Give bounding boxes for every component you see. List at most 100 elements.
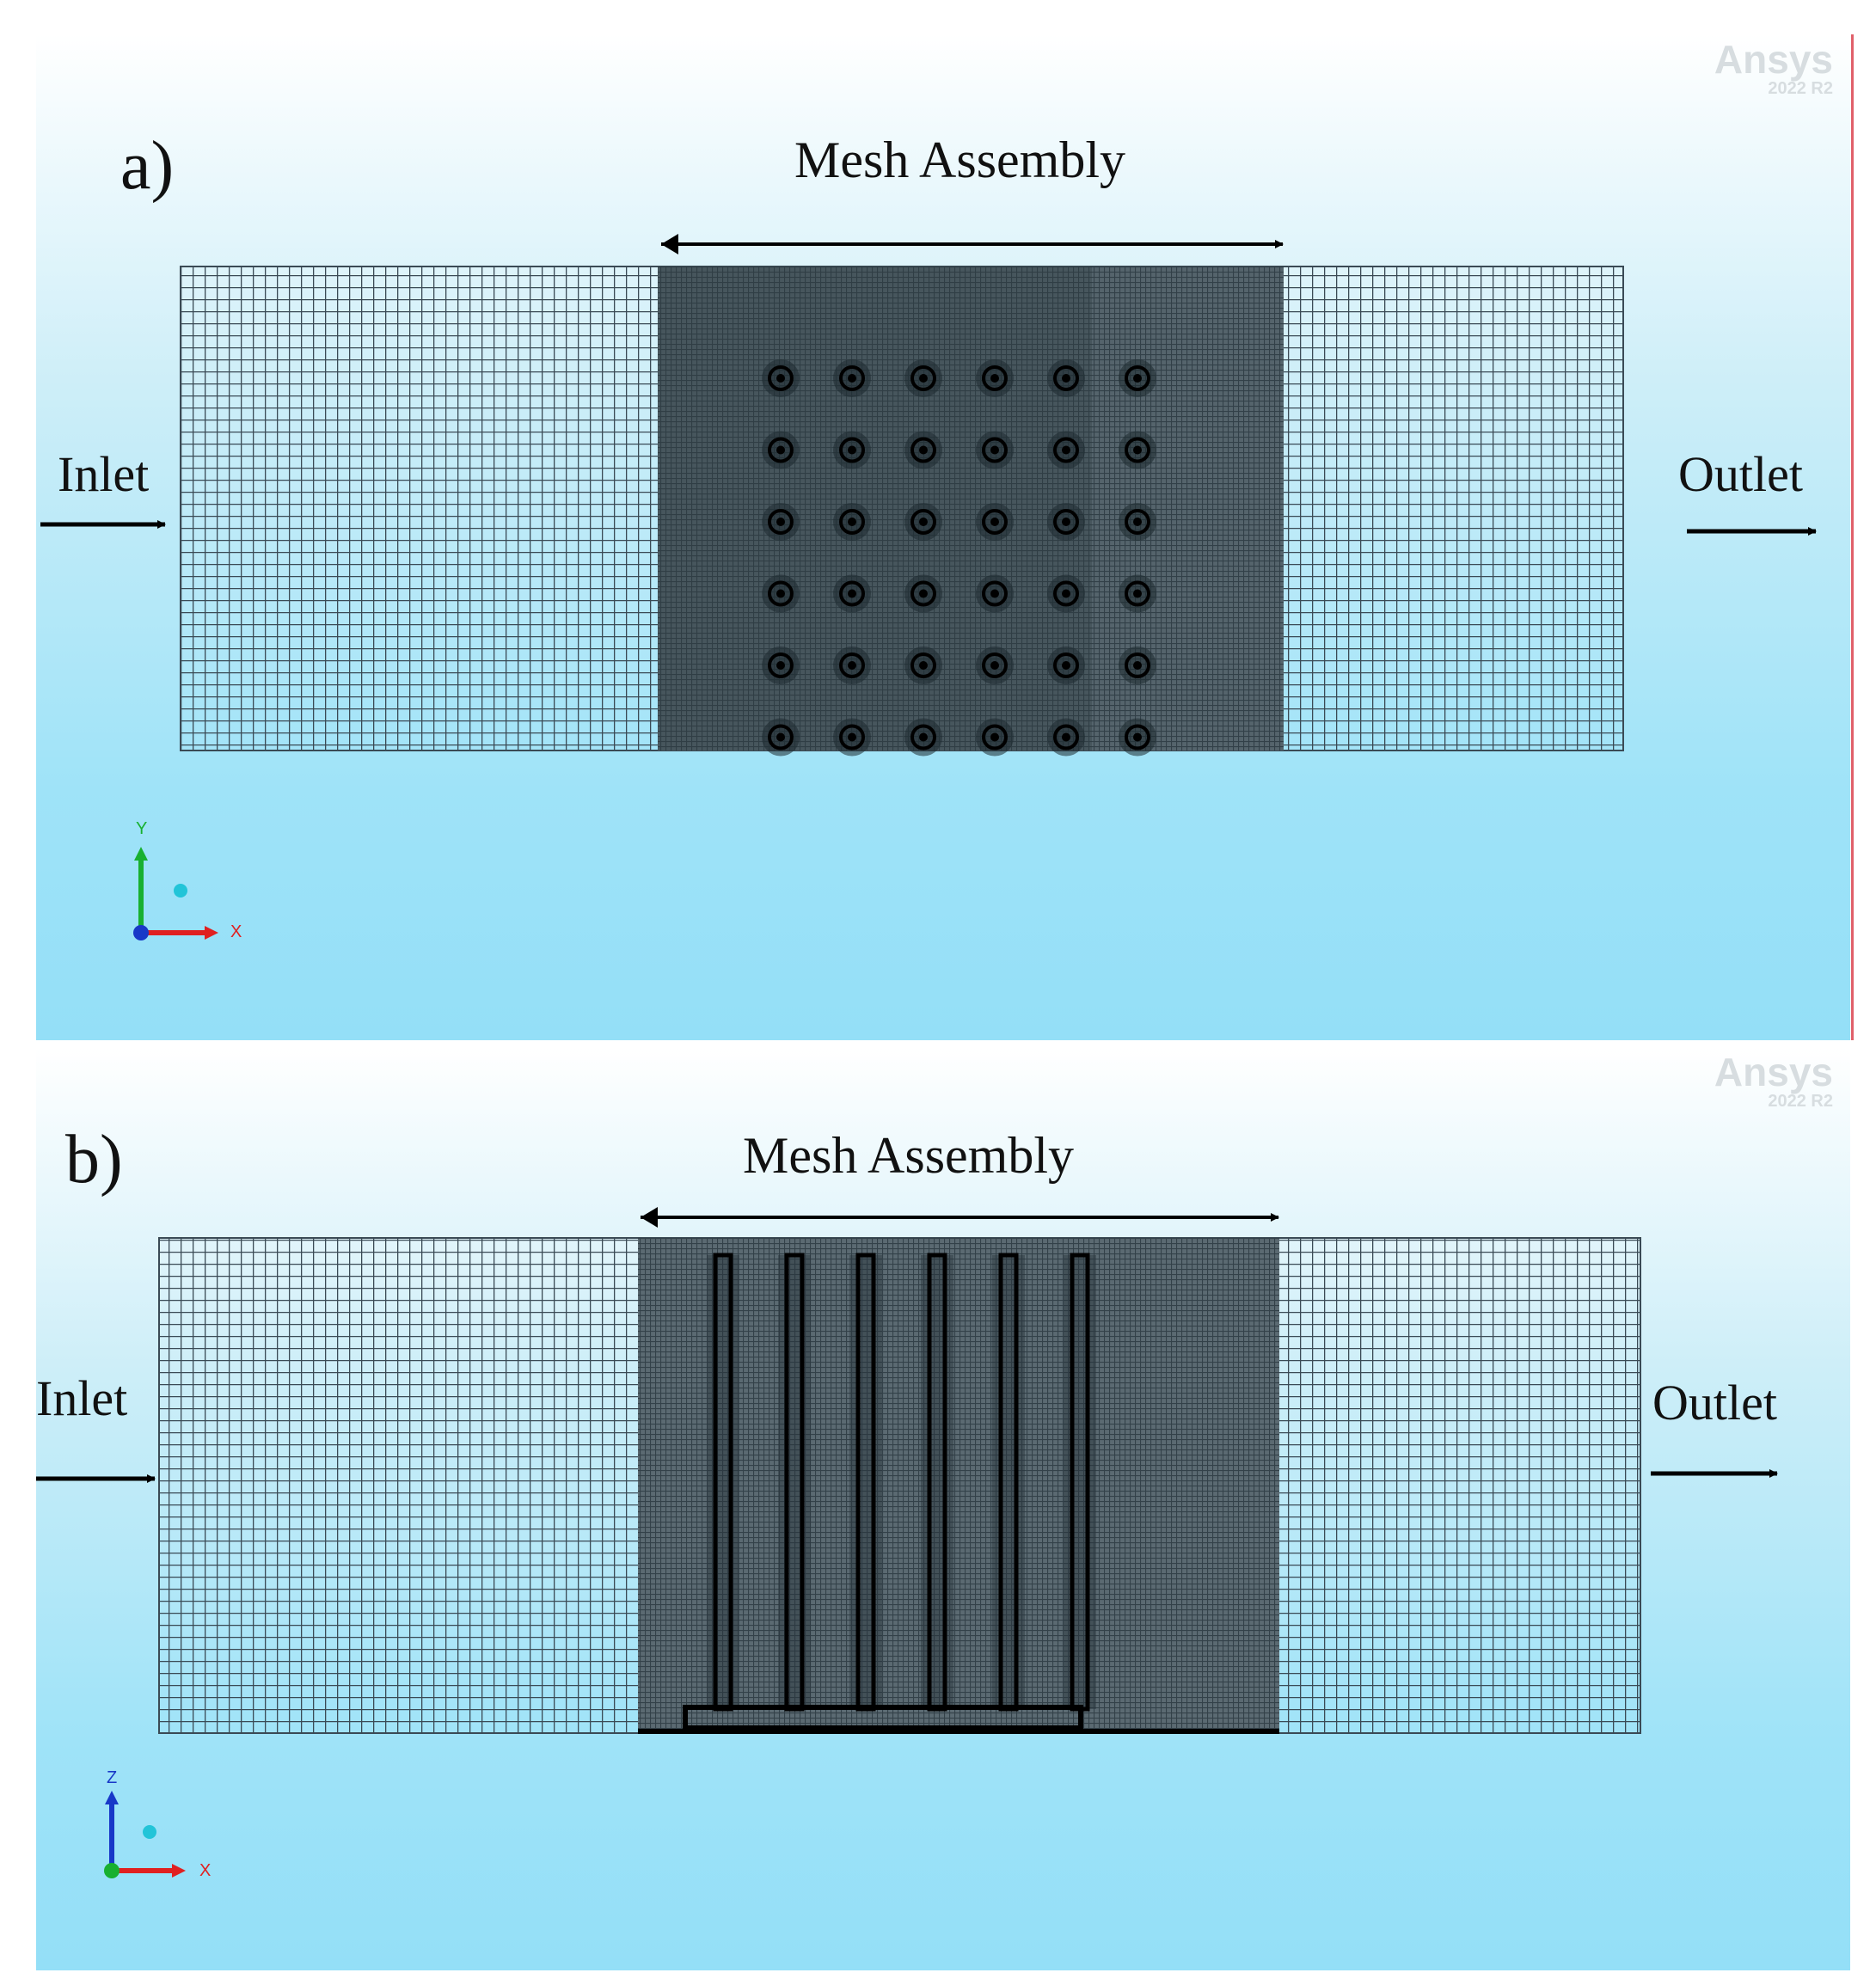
rod-center (848, 661, 856, 670)
rod-center (776, 374, 785, 383)
rod-center (990, 445, 999, 455)
rod-cross-section (768, 437, 794, 463)
rod-cross-section (768, 580, 794, 607)
rod-cross-section (1053, 365, 1079, 391)
rod-center (776, 445, 785, 455)
rod-cross-section (839, 509, 865, 535)
rod-center (1062, 374, 1070, 383)
inlet-label: Inlet (58, 446, 150, 502)
rod-cross-section (768, 509, 794, 535)
rod-center (1062, 732, 1070, 742)
rod-cross-section (982, 580, 1008, 607)
rod-center (1062, 518, 1070, 526)
rod-cross-section (1125, 652, 1150, 678)
rod-center (1062, 445, 1070, 455)
pillar-mesh-band (921, 1255, 953, 1709)
rod-cross-section (1125, 724, 1150, 751)
rod-cross-section (768, 365, 794, 391)
rod-center (1133, 661, 1142, 670)
rod-cross-section (982, 437, 1008, 463)
rod-center (919, 661, 928, 670)
rod-center (919, 589, 928, 598)
rod-center (848, 445, 856, 455)
rod-cross-section (910, 652, 936, 678)
rod-cross-section (1125, 509, 1150, 535)
rod-center (990, 589, 999, 598)
rod-center (1133, 374, 1142, 383)
rod-array (762, 359, 1156, 757)
rod-cross-section (1053, 724, 1079, 751)
ansys-logo-version: 2022 R2 (1768, 1092, 1833, 1111)
mesh-assembly-title: Mesh Assembly (794, 132, 1126, 188)
rod-center (990, 518, 999, 526)
rod-cross-section (1125, 580, 1150, 607)
pillar-mesh-band (1064, 1255, 1096, 1709)
rod-cross-section (839, 724, 865, 751)
rod-cross-section (982, 509, 1008, 535)
rod-cross-section (910, 580, 936, 607)
axis-z-label: Z (107, 1768, 117, 1787)
ansys-logo: Ansys 2022 R2 (1714, 40, 1833, 98)
axis-triad-icon: Z X (104, 1768, 211, 1880)
pillar-mesh-band (992, 1255, 1025, 1709)
axis-triad-icon: Y X (133, 819, 242, 941)
pillar-mesh-band (707, 1255, 739, 1709)
rod-center (990, 661, 999, 670)
rod-center (990, 732, 999, 742)
panel-b: Ansys 2022 R2 b) Mesh Assembly Inlet Out… (36, 1047, 1850, 1970)
panel-letter: a) (120, 128, 175, 204)
rod-center (776, 518, 785, 526)
rod-center (848, 732, 856, 742)
rod-center (1133, 445, 1142, 455)
rod-center (776, 589, 785, 598)
mesh-top-view: Y X (40, 234, 1817, 941)
rod-cross-section (982, 724, 1008, 751)
rod-center (919, 518, 928, 526)
rod-center (776, 661, 785, 670)
rod-cross-section (1125, 437, 1150, 463)
rod-cross-section (1053, 580, 1079, 607)
viewport-edge (1851, 34, 1854, 1040)
rod-center (848, 589, 856, 598)
rod-cross-section (768, 724, 794, 751)
rod-center (1133, 589, 1142, 598)
rod-center (848, 518, 856, 526)
rod-cross-section (910, 365, 936, 391)
rod-cross-section (1053, 509, 1079, 535)
rod-center (919, 732, 928, 742)
pillar-mesh-band (778, 1255, 811, 1709)
rod-cross-section (982, 652, 1008, 678)
rod-cross-section (1053, 437, 1079, 463)
ansys-logo-brand: Ansys (1714, 37, 1833, 82)
rod-cross-section (839, 437, 865, 463)
rod-cross-section (839, 652, 865, 678)
rod-cross-section (1125, 365, 1150, 391)
panel-letter: b) (65, 1122, 123, 1198)
rod-cross-section (839, 365, 865, 391)
mesh-side-view: Z X (36, 1207, 1778, 1880)
ansys-logo-brand: Ansys (1714, 1050, 1833, 1094)
rod-cross-section (982, 365, 1008, 391)
rod-center (1062, 589, 1070, 598)
ansys-logo-version: 2022 R2 (1768, 79, 1833, 98)
rod-center (919, 374, 928, 383)
rod-center (848, 374, 856, 383)
rod-cross-section (910, 437, 936, 463)
rod-center (1133, 732, 1142, 742)
base-plate (683, 1705, 1083, 1731)
rod-center (990, 374, 999, 383)
rod-cross-section (910, 724, 936, 751)
rod-cross-section (839, 580, 865, 607)
mesh-assembly-title: Mesh Assembly (743, 1127, 1075, 1184)
outlet-label: Outlet (1652, 1375, 1777, 1431)
axis-y-label: Y (136, 819, 147, 838)
pillar-mesh-band (849, 1255, 882, 1709)
axis-x-label: X (199, 1861, 211, 1880)
rod-cross-section (1053, 652, 1079, 678)
rod-center (919, 445, 928, 455)
rod-center (1062, 661, 1070, 670)
axis-x-label: X (230, 922, 242, 941)
panel-a: Ansys 2022 R2 a) Mesh Assembly Inlet Out… (36, 34, 1854, 1040)
inlet-label: Inlet (36, 1370, 128, 1426)
outlet-label: Outlet (1678, 446, 1803, 502)
